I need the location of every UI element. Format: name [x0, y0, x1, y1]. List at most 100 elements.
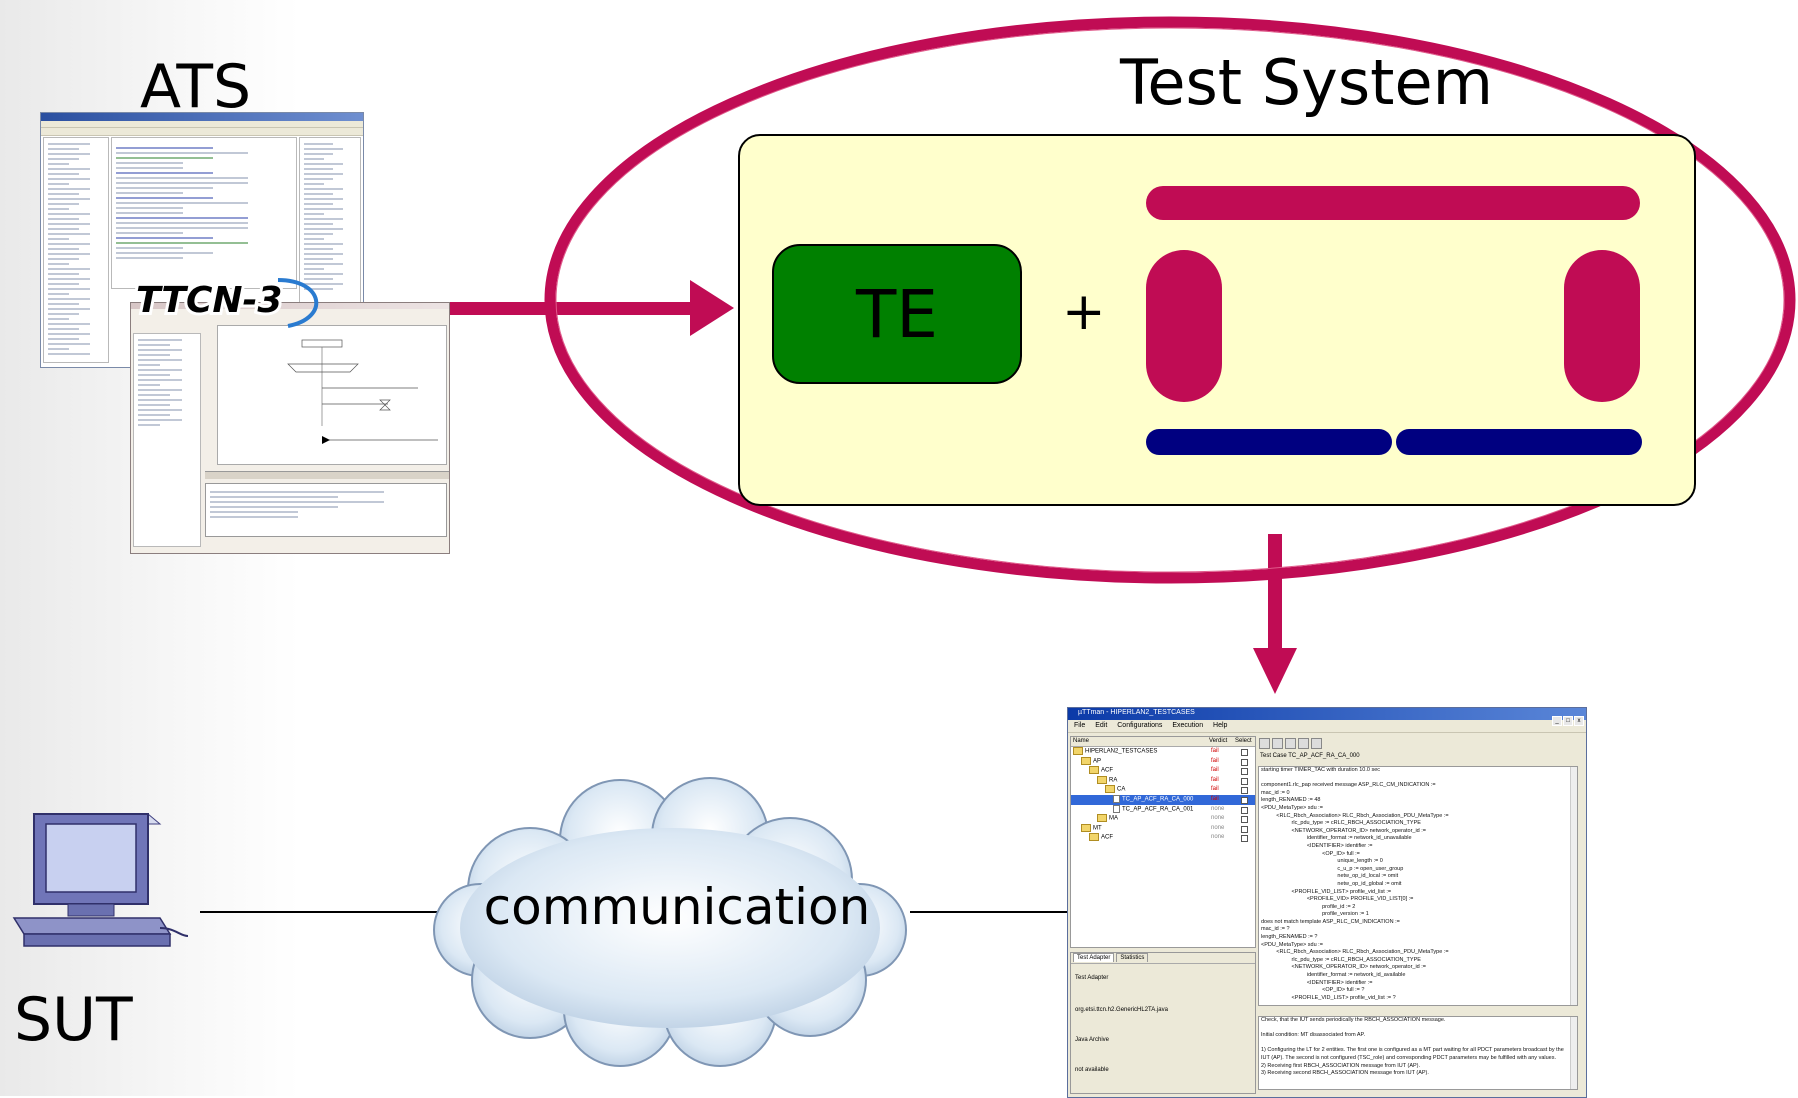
ttcn3-logo: TTCN-3 TTCN-3 — [128, 274, 330, 330]
arrow-right-icon — [445, 280, 734, 336]
msc-titlebar — [131, 303, 449, 309]
plus-sign: + — [1062, 282, 1106, 342]
document-icon — [1113, 804, 1120, 813]
tree-row-name: CA — [1105, 785, 1125, 795]
description-text: Check, that the IUT sends periodically t… — [1261, 1017, 1564, 1077]
tree-row-checkbox[interactable] — [1241, 749, 1248, 756]
folder-icon — [1081, 823, 1091, 832]
tree-row-checkbox[interactable] — [1241, 806, 1248, 814]
sut-label: SUT — [14, 985, 133, 1055]
communication-label: communication — [483, 878, 871, 936]
tree-row-verdict: fail — [1211, 786, 1219, 793]
folder-icon — [1105, 785, 1115, 794]
tree-row-label: RA — [1109, 777, 1118, 784]
ttcn3-logo-art: TTCN-3 TTCN-3 — [133, 277, 319, 328]
folder-icon — [1089, 766, 1099, 775]
tree-row-checkbox[interactable] — [1241, 787, 1248, 795]
tree-row-name: TC_AP_ACF_RA_CA_000 — [1113, 794, 1194, 805]
tree-row-label: HIPERLAN2_TESTCASES — [1085, 748, 1158, 755]
folder-icon — [1073, 747, 1083, 755]
tree-row-label: TC_AP_ACF_RA_CA_000 — [1122, 796, 1194, 803]
arrow-down-icon — [1253, 534, 1297, 694]
tree-row-checkbox[interactable] — [1241, 816, 1248, 824]
minimize-icon[interactable]: _ — [1552, 716, 1562, 726]
tree-row-verdict: none — [1211, 805, 1225, 812]
menu-help[interactable]: Help — [1213, 722, 1228, 729]
description-scrollbar[interactable] — [1570, 1017, 1577, 1089]
tree-header: Name Verdict Select — [1071, 737, 1255, 747]
log-output: starting timer TIMER_TAC with duration 1… — [1258, 766, 1578, 1006]
tree-row-label: TC_AP_ACF_RA_CA_001 — [1122, 806, 1194, 813]
test-tool-window: µTTman - HIPERLAN2_TESTCASES _□x File Ed… — [1067, 707, 1587, 1098]
tree-row-label: ACF — [1101, 767, 1113, 774]
adapter-class: org.etsi.ttcn.h2.GenericHL2TA.java — [1075, 1007, 1168, 1013]
back-icon[interactable] — [1259, 738, 1270, 749]
tree-row[interactable]: TC_AP_ACF_RA_CA_001 none — [1071, 804, 1255, 815]
menu-edit[interactable]: Edit — [1095, 722, 1108, 729]
menu-execution[interactable]: Execution — [1172, 722, 1204, 729]
open-icon[interactable] — [1285, 738, 1296, 749]
tree-row[interactable]: TC_AP_ACF_RA_CA_000 fail — [1071, 794, 1255, 805]
tree-row[interactable]: CA fail — [1071, 785, 1255, 795]
adapter-archive-label: Java Archive — [1075, 1037, 1110, 1043]
editor-code-pane — [111, 137, 297, 289]
editor-menubar — [41, 121, 363, 128]
close-icon[interactable]: x — [1574, 716, 1584, 726]
tree-row-name: RA — [1097, 775, 1118, 786]
tree-row-name: AP — [1081, 756, 1102, 767]
test-description: Check, that the IUT sends periodically t… — [1258, 1016, 1578, 1090]
ats-label: ATS — [140, 52, 252, 122]
tree-row-name: MT — [1081, 823, 1102, 834]
tree-row-checkbox[interactable] — [1241, 777, 1248, 785]
tree-row[interactable]: AP fail — [1071, 756, 1255, 767]
tree-col-name: Name — [1073, 738, 1090, 744]
tree-row[interactable]: MT none — [1071, 823, 1255, 834]
tree-row-verdict: fail — [1211, 767, 1219, 774]
log-scrollbar[interactable] — [1570, 767, 1577, 1005]
menu-configurations[interactable]: Configurations — [1117, 722, 1163, 729]
msc-tree-pane — [133, 333, 201, 547]
tree-col-select: Select — [1235, 738, 1252, 744]
tree-row[interactable]: ACF fail — [1071, 766, 1255, 776]
tree-row-verdict: none — [1211, 824, 1225, 831]
log-test-case: Test Case TC_AP_ACF_RA_CA_000 — [1260, 753, 1360, 759]
adapter-pill-left — [1146, 250, 1222, 402]
adapter-bar-top — [1146, 186, 1640, 220]
tree-row-label: AP — [1093, 758, 1102, 765]
sut-computer-art — [12, 813, 189, 947]
msc-diagram — [287, 339, 438, 444]
tree-row-checkbox[interactable] — [1241, 796, 1248, 804]
tree-row-checkbox[interactable] — [1241, 825, 1248, 833]
save-icon[interactable] — [1272, 738, 1283, 749]
folder-icon — [1097, 775, 1107, 784]
tab-test-adapter[interactable]: Test Adapter — [1073, 953, 1115, 962]
cloud-icon — [433, 777, 907, 1067]
platform-bar-left — [1146, 429, 1392, 455]
menu-file[interactable]: File — [1074, 722, 1086, 729]
run-icon[interactable] — [1298, 738, 1309, 749]
maximize-icon[interactable]: □ — [1563, 716, 1573, 726]
tree-row-verdict: fail — [1211, 757, 1219, 764]
tree-row-checkbox[interactable] — [1241, 758, 1248, 766]
tab-statistics[interactable]: Statistics — [1116, 953, 1149, 962]
svg-text:TTCN-3: TTCN-3 — [136, 280, 282, 321]
adapter-title: Test Adapter — [1075, 975, 1109, 981]
tree-row-checkbox[interactable] — [1241, 768, 1248, 776]
msc-canvas — [217, 325, 447, 465]
stop-icon[interactable] — [1311, 738, 1322, 749]
tree-row-verdict: fail — [1211, 795, 1219, 802]
adapter-pill-right — [1564, 250, 1640, 402]
tree-row-verdict: none — [1211, 834, 1225, 841]
svg-text:TTCN-3: TTCN-3 — [136, 280, 282, 321]
editor-navigator-pane — [43, 137, 109, 363]
te-label: TE — [855, 275, 939, 353]
tree-row-label: MT — [1093, 825, 1102, 832]
tree-row-checkbox[interactable] — [1241, 835, 1248, 843]
